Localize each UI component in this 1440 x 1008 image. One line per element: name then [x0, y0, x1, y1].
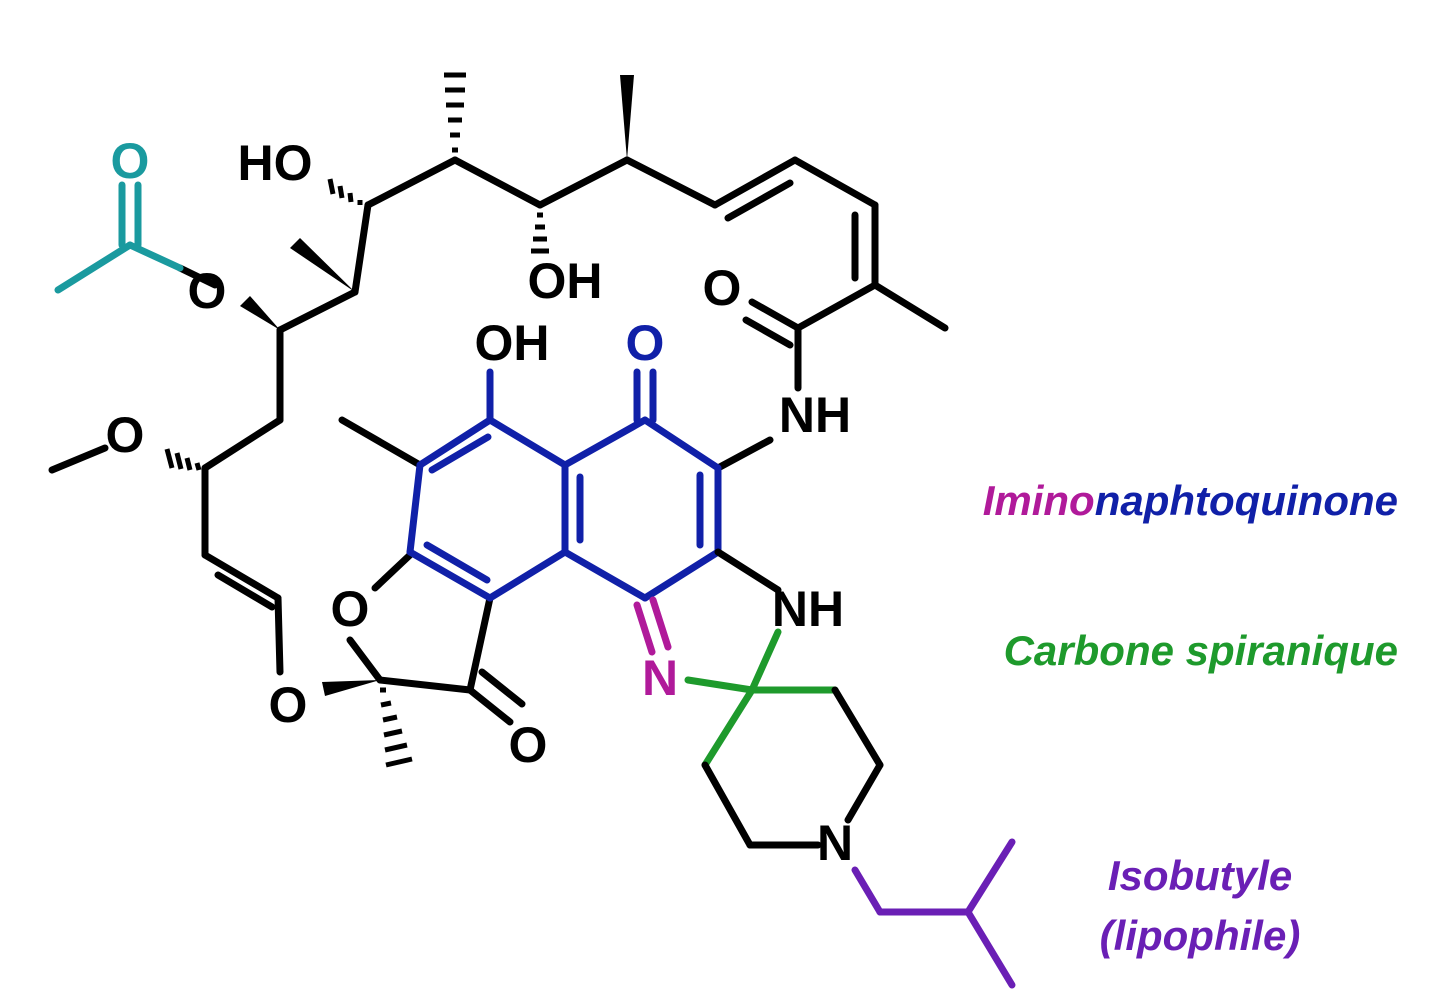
piperidine-nitrogen-label: N	[817, 815, 853, 871]
atom-labels: O O HO OH O O OH O NH O O O N NH N	[106, 133, 854, 871]
ether-oxygen-label: O	[269, 677, 308, 733]
acetyl-group	[54, 181, 184, 294]
imine-nitrogen-label: N	[642, 650, 678, 706]
acetyl-oxygen-label: O	[111, 133, 150, 189]
ansa-chain-bonds	[48, 156, 949, 726]
hydroxyl-top-label: HO	[238, 135, 313, 191]
stereo-bonds	[240, 75, 634, 696]
ester-oxygen-label: O	[188, 263, 227, 319]
legend-isobutyl: Isobutyle	[1108, 852, 1292, 899]
hashed-bonds	[164, 72, 549, 768]
legend-spiro-carbon: Carbone spiranique	[1004, 627, 1398, 674]
furan-oxygen-label: O	[331, 581, 370, 637]
spiro-carbon-bonds	[684, 628, 839, 769]
legend-iminonaphtoquinone: Iminonaphtoquinone	[983, 477, 1398, 524]
quinone-oxygen-label: O	[626, 315, 665, 371]
amide-oxygen-label: O	[703, 260, 742, 316]
ketone-oxygen-label: O	[509, 717, 548, 773]
legend-naphtoquinone: naphtoquinone	[1095, 477, 1398, 524]
phenol-hydroxyl-label: OH	[475, 315, 550, 371]
piperidine-ring	[701, 686, 884, 849]
imine-bond	[633, 596, 672, 656]
amide-nh-label: NH	[779, 387, 851, 443]
legend-lipophile: (lipophile)	[1100, 912, 1301, 959]
legend-imino: Imino	[983, 477, 1095, 524]
methoxy-oxygen-label: O	[106, 407, 145, 463]
legend: Iminonaphtoquinone Carbone spiranique Is…	[983, 477, 1398, 959]
imidazole-bonds	[714, 548, 782, 594]
ring-nh-label: NH	[772, 581, 844, 637]
naphtoquinone-core	[406, 368, 722, 602]
isobutyl-group	[851, 838, 1016, 989]
hydroxyl-mid-label: OH	[528, 253, 603, 309]
